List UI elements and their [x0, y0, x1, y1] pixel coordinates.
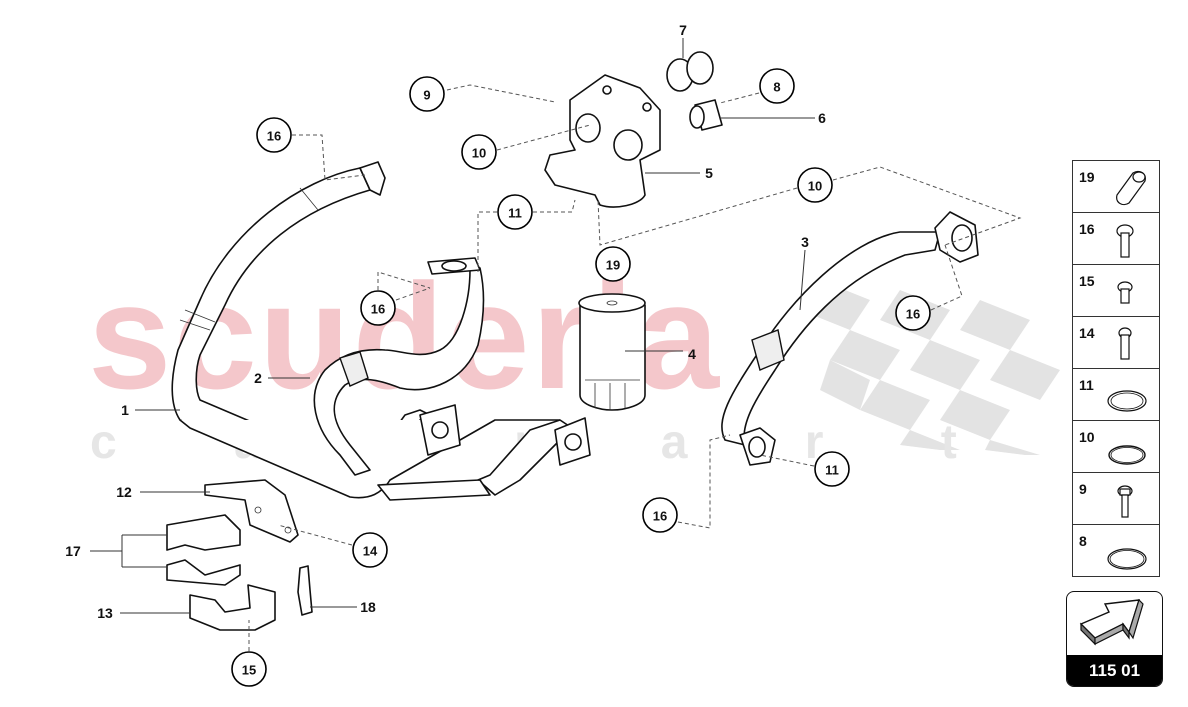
- callouts: 9 16 10 8 11 10 19 16 16 11 16 14 15: [231, 68, 931, 687]
- leader-lines: [248, 84, 1022, 651]
- bracket-13: [189, 584, 276, 631]
- filter-housing-5: [544, 74, 661, 208]
- callout-bubble[interactable]: 10: [461, 134, 497, 170]
- callout-number: 16: [653, 509, 667, 524]
- callout-bubble[interactable]: 8: [759, 68, 795, 104]
- seal-ring-icon: [1108, 445, 1146, 465]
- pipe-2: [313, 257, 485, 476]
- legend-item[interactable]: 19: [1073, 161, 1159, 213]
- bolt-icon: [1118, 327, 1132, 360]
- callout-number: 15: [242, 663, 256, 678]
- fastener-legend: 19 16 15 14 11 10: [1072, 160, 1160, 577]
- legend-item[interactable]: 9: [1073, 473, 1159, 525]
- part-label[interactable]: 1: [121, 402, 129, 418]
- pipe-3: [721, 211, 979, 466]
- bracket-12: [204, 479, 299, 543]
- legend-number: 19: [1079, 169, 1095, 185]
- part-label[interactable]: 12: [116, 484, 132, 500]
- clamp-17: [166, 514, 241, 586]
- callout-number: 9: [423, 88, 430, 103]
- callout-number: 10: [472, 146, 486, 161]
- callout-number: 16: [267, 129, 281, 144]
- callout-bubble[interactable]: 16: [360, 290, 396, 326]
- legend-number: 16: [1079, 221, 1095, 237]
- legend-item[interactable]: 14: [1073, 317, 1159, 369]
- sleeve-icon: [1116, 170, 1146, 206]
- legend-item[interactable]: 15: [1073, 265, 1159, 317]
- part-label[interactable]: 13: [97, 605, 113, 621]
- seal-ring-7: [666, 51, 714, 92]
- callout-number: 19: [606, 258, 620, 273]
- part-label[interactable]: 3: [801, 234, 809, 250]
- collar-bolt-icon: [1117, 485, 1133, 518]
- callout-bubble[interactable]: 11: [814, 451, 850, 487]
- next-page-button[interactable]: 115 01: [1066, 591, 1163, 687]
- callout-number: 11: [825, 463, 839, 478]
- callout-bubble[interactable]: 14: [352, 532, 388, 568]
- o-ring-icon: [1107, 390, 1147, 412]
- page-number: 115 01: [1067, 655, 1162, 686]
- part-label[interactable]: 6: [818, 110, 826, 126]
- callout-number: 8: [773, 80, 780, 95]
- callout-bubble[interactable]: 16: [256, 117, 292, 153]
- part-label[interactable]: 2: [254, 370, 262, 386]
- callout-bubble[interactable]: 11: [497, 194, 533, 230]
- legend-number: 8: [1079, 533, 1087, 549]
- next-page-arrow-icon: [1079, 598, 1144, 646]
- legend-item[interactable]: 10: [1073, 421, 1159, 473]
- legend-number: 11: [1079, 377, 1094, 393]
- legend-item[interactable]: 16: [1073, 213, 1159, 265]
- callout-bubble[interactable]: 16: [895, 295, 931, 331]
- callout-bubble[interactable]: 10: [797, 167, 833, 203]
- callout-bubble[interactable]: 16: [642, 497, 678, 533]
- sleeve-6: [689, 99, 723, 131]
- callout-number: 11: [508, 206, 522, 221]
- part-label[interactable]: 7: [679, 22, 687, 38]
- callout-number: 16: [906, 307, 920, 322]
- flange-bolt-short-icon: [1117, 281, 1133, 304]
- legend-item[interactable]: 8: [1073, 525, 1159, 576]
- callout-number: 14: [363, 544, 378, 559]
- solid-leaders: [90, 38, 815, 614]
- part-label[interactable]: 17: [65, 543, 81, 559]
- oil-filter-4: [578, 293, 646, 411]
- callout-number: 16: [371, 302, 385, 317]
- flange-bolt-long-icon: [1116, 224, 1134, 258]
- pipe-1: [171, 161, 591, 501]
- part-label[interactable]: 18: [360, 599, 376, 615]
- legend-item[interactable]: 11: [1073, 369, 1159, 421]
- legend-number: 15: [1079, 273, 1095, 289]
- part-label[interactable]: 4: [688, 346, 696, 362]
- callout-bubble[interactable]: 15: [231, 651, 267, 687]
- connector-18: [297, 565, 313, 616]
- o-ring-icon: [1107, 548, 1147, 570]
- legend-number: 10: [1079, 429, 1095, 445]
- legend-number: 9: [1079, 481, 1087, 497]
- callout-number: 10: [808, 179, 822, 194]
- callout-bubble[interactable]: 19: [595, 246, 631, 282]
- part-label[interactable]: 5: [705, 165, 713, 181]
- callout-bubble[interactable]: 9: [409, 76, 445, 112]
- legend-number: 14: [1079, 325, 1095, 341]
